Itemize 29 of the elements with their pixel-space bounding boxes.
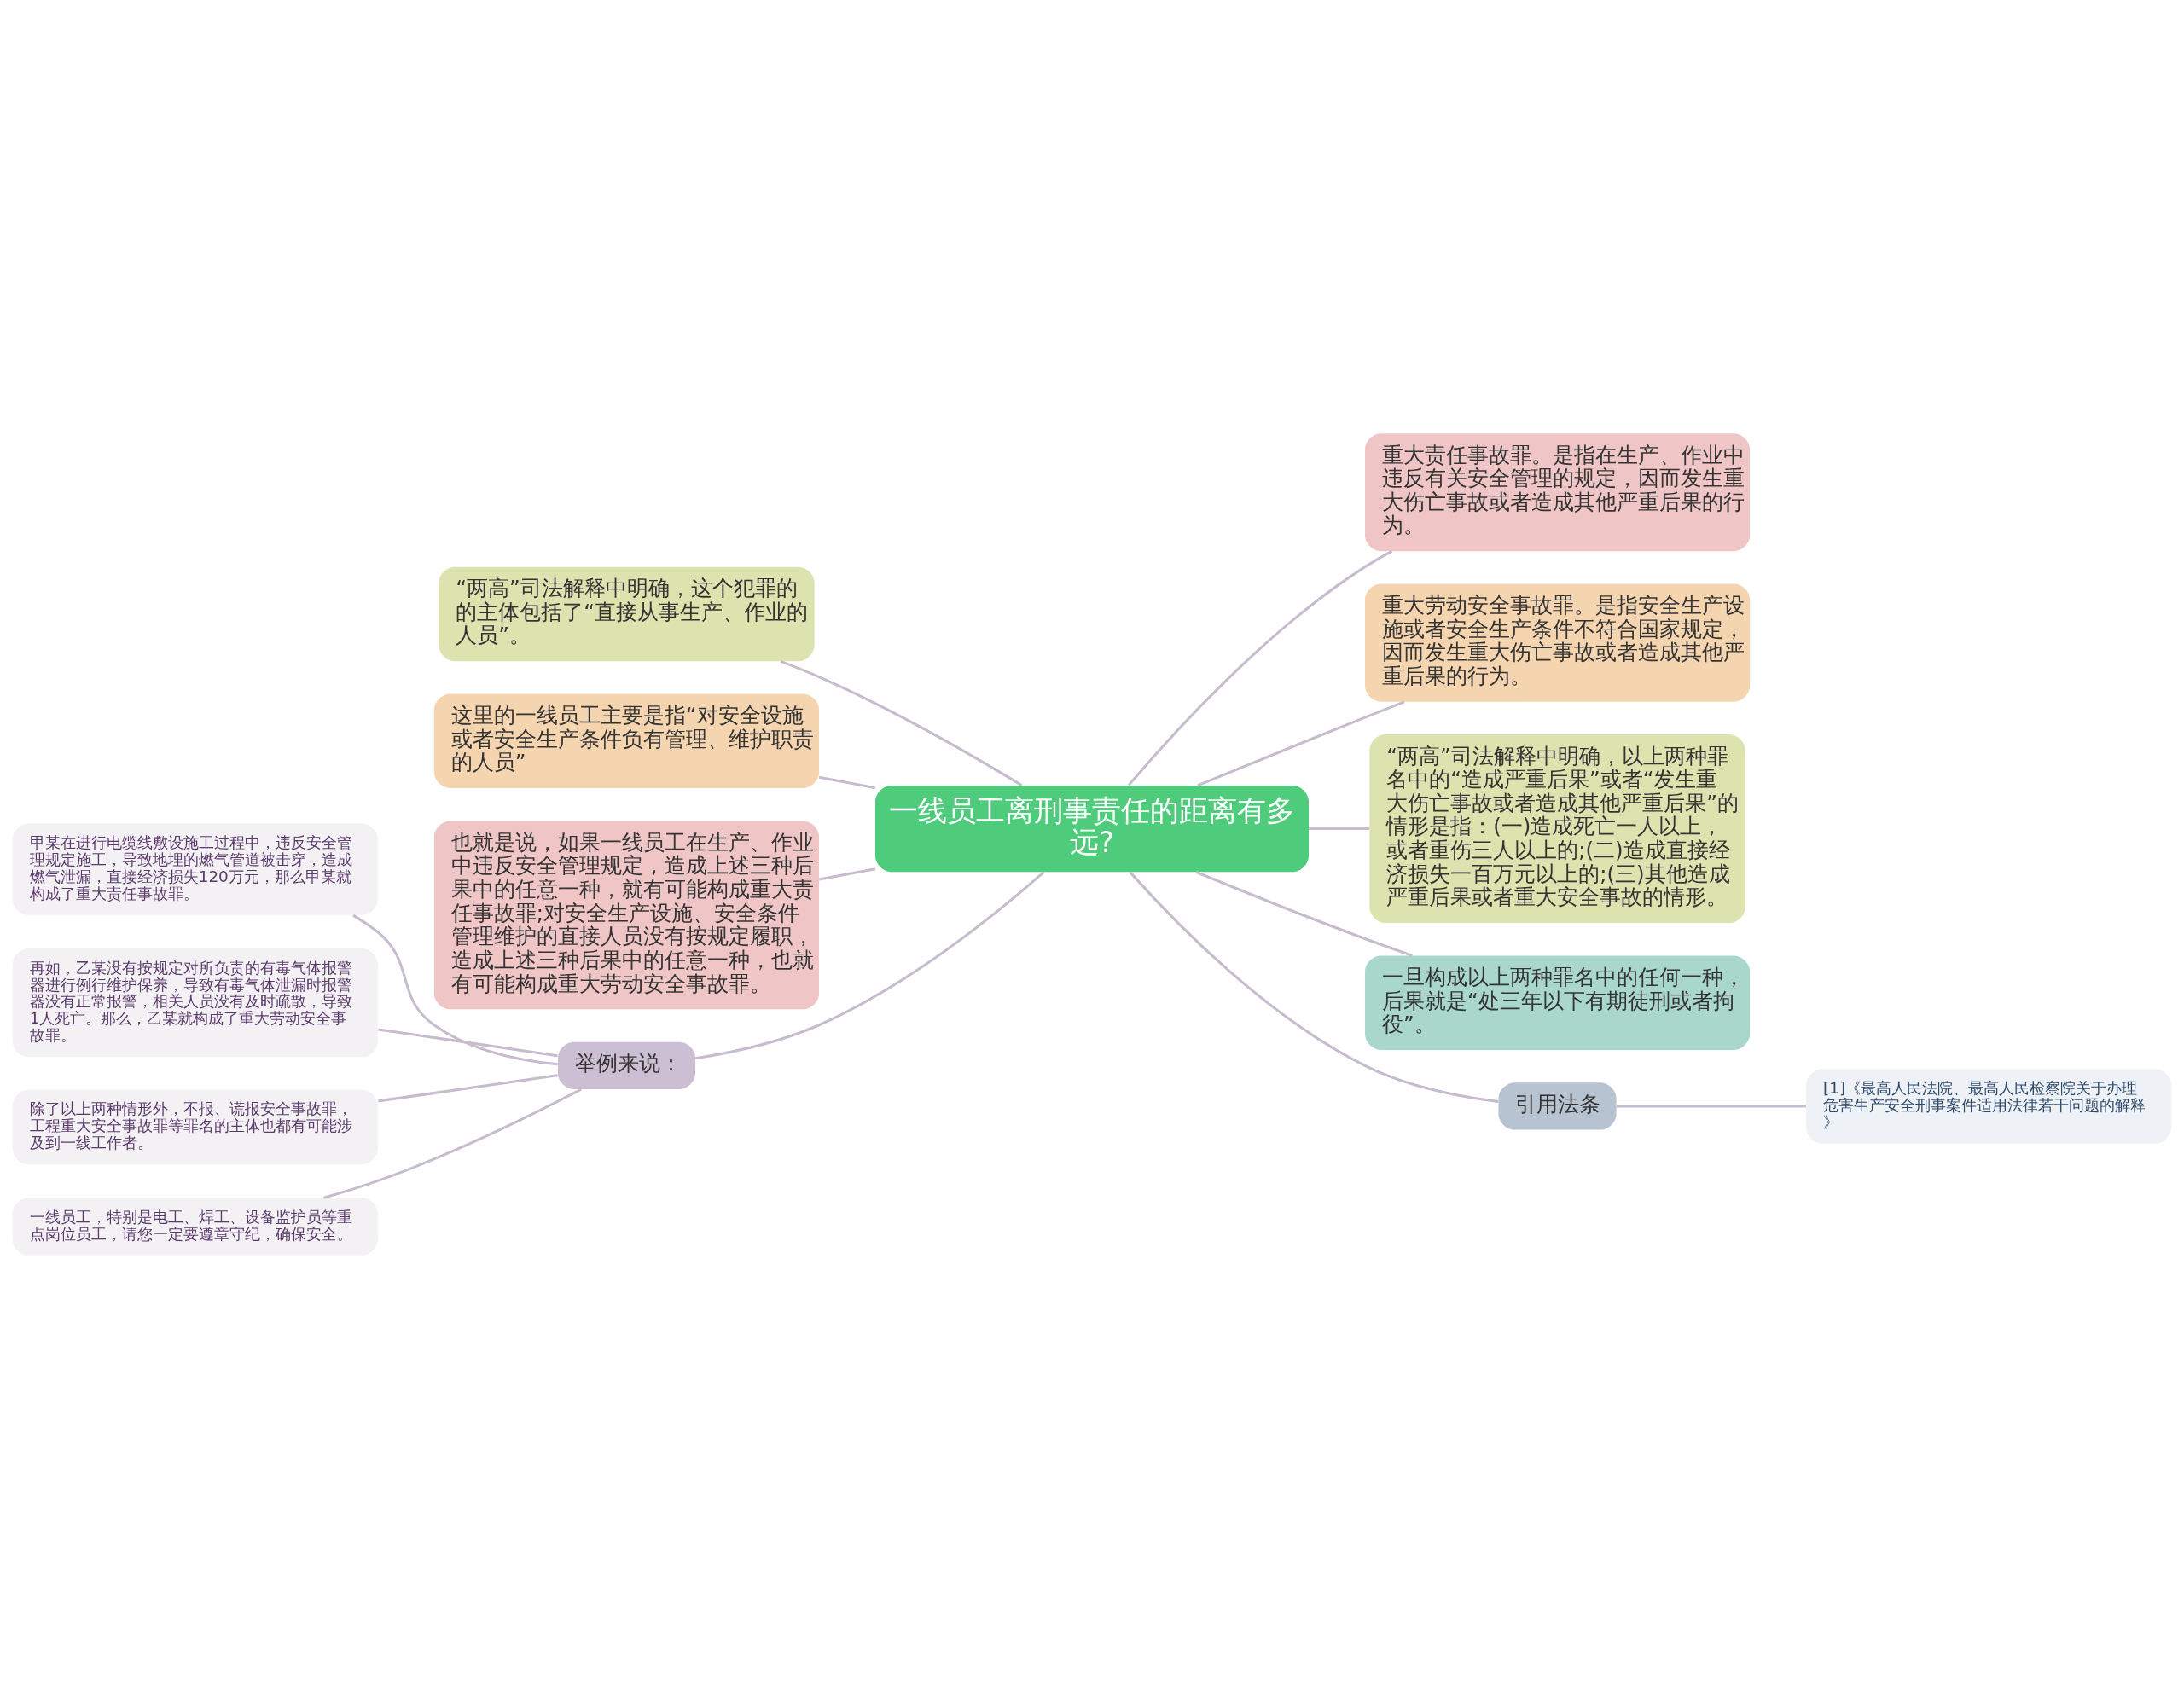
node-box: 举例来说：: [557, 1041, 695, 1089]
node-box: 重大劳动安全事故罪。是指安全生产设施或者安全生产条件不符合国家规定，因而发生重大伤亡事故或者造成其他严重后果的行为。: [1364, 583, 1751, 702]
node-box: 重大责任事故罪。是指在生产、作业中违反有关安全管理的规定，因而发生重大伤亡事故或者造成其他严重后果的行为。: [1364, 432, 1751, 551]
connector: [352, 914, 558, 1065]
connector: [378, 1073, 558, 1102]
node-box: 再如，乙某没有按规定对所负责的有毒气体报警器进行例行维护保养，导致有毒气体泄漏时报警器没有正常报警，相关人员没有及时疏散，导致1人死亡。那么，乙某就构成了重大劳动安全事故罪。: [12, 948, 378, 1057]
node-box: 也就是说，如果一线员工在生产、作业中违反安全管理规定，造成上述三种后果中的任意一种，就有可能构成重大责任事故罪;对安全生产设施、安全条件管理维护的直接人员没有按规定履职，造成上述三种后果中的任意一种，也就有可能构成重大劳动安全事故罪。: [433, 820, 820, 1009]
connector: [323, 1088, 582, 1199]
connector: [1127, 549, 1393, 786]
node-box: 甲某在进行电缆线敷设施工过程中，违反安全管理规定施工，导致地埋的燃气管道被击穿，造成燃气泄漏，直接经济损失120万元，那么甲某就构成了重大责任事故罪。: [12, 822, 378, 915]
node-box: 这里的一线员工主要是指“对安全设施或者安全生产条件负有管理、维护职责的人员”: [433, 693, 820, 788]
node-box: 除了以上两种情形外，不报、谎报安全事故罪，工程重大安全事故罪等罪名的主体也都有可能涉及到一线工作者。: [12, 1089, 378, 1164]
node-box: 一旦构成以上两种罪名中的任何一种，后果就是“处三年以下有期徒刑或者拘役”。: [1364, 954, 1751, 1050]
connector: [818, 867, 876, 881]
connector: [378, 1027, 558, 1057]
node-box: [1]《最高人民法院、最高人民检察院关于办理危害生产安全刑事案件适用法律若干问题的解释》: [1806, 1068, 2172, 1144]
node-box: 引用法条: [1498, 1082, 1617, 1130]
connector: [694, 870, 1045, 1059]
connector: [1616, 1104, 1806, 1107]
connector: [780, 659, 1023, 786]
node-box: “两高”司法解释中明确，以上两种罪名中的“造成严重后果”或者“发生重大伤亡事故或者造成其他严重后果”的情形是指：(一)造成死亡一人以上，或者重伤三人以上的;(二)造成直接经济损失一百万元以上的;(三)其他造成严重后果或者重大安全事故的情形。: [1369, 734, 1745, 923]
connector: [1195, 870, 1413, 957]
connector: [1129, 870, 1499, 1103]
connector: [1197, 699, 1405, 786]
node-box: 一线员工，特别是电工、焊工、设备监护员等重点岗位员工，请您一定要遵章守纪，确保安全。: [12, 1197, 378, 1256]
node-box: “两高”司法解释中明确，这个犯罪的的主体包括了“直接从事生产、作业的人员”。: [439, 566, 815, 661]
connector: [818, 775, 876, 789]
node-box: 一线员工离刑事责任的距离有多远?: [875, 785, 1309, 872]
connector: [1309, 827, 1370, 830]
